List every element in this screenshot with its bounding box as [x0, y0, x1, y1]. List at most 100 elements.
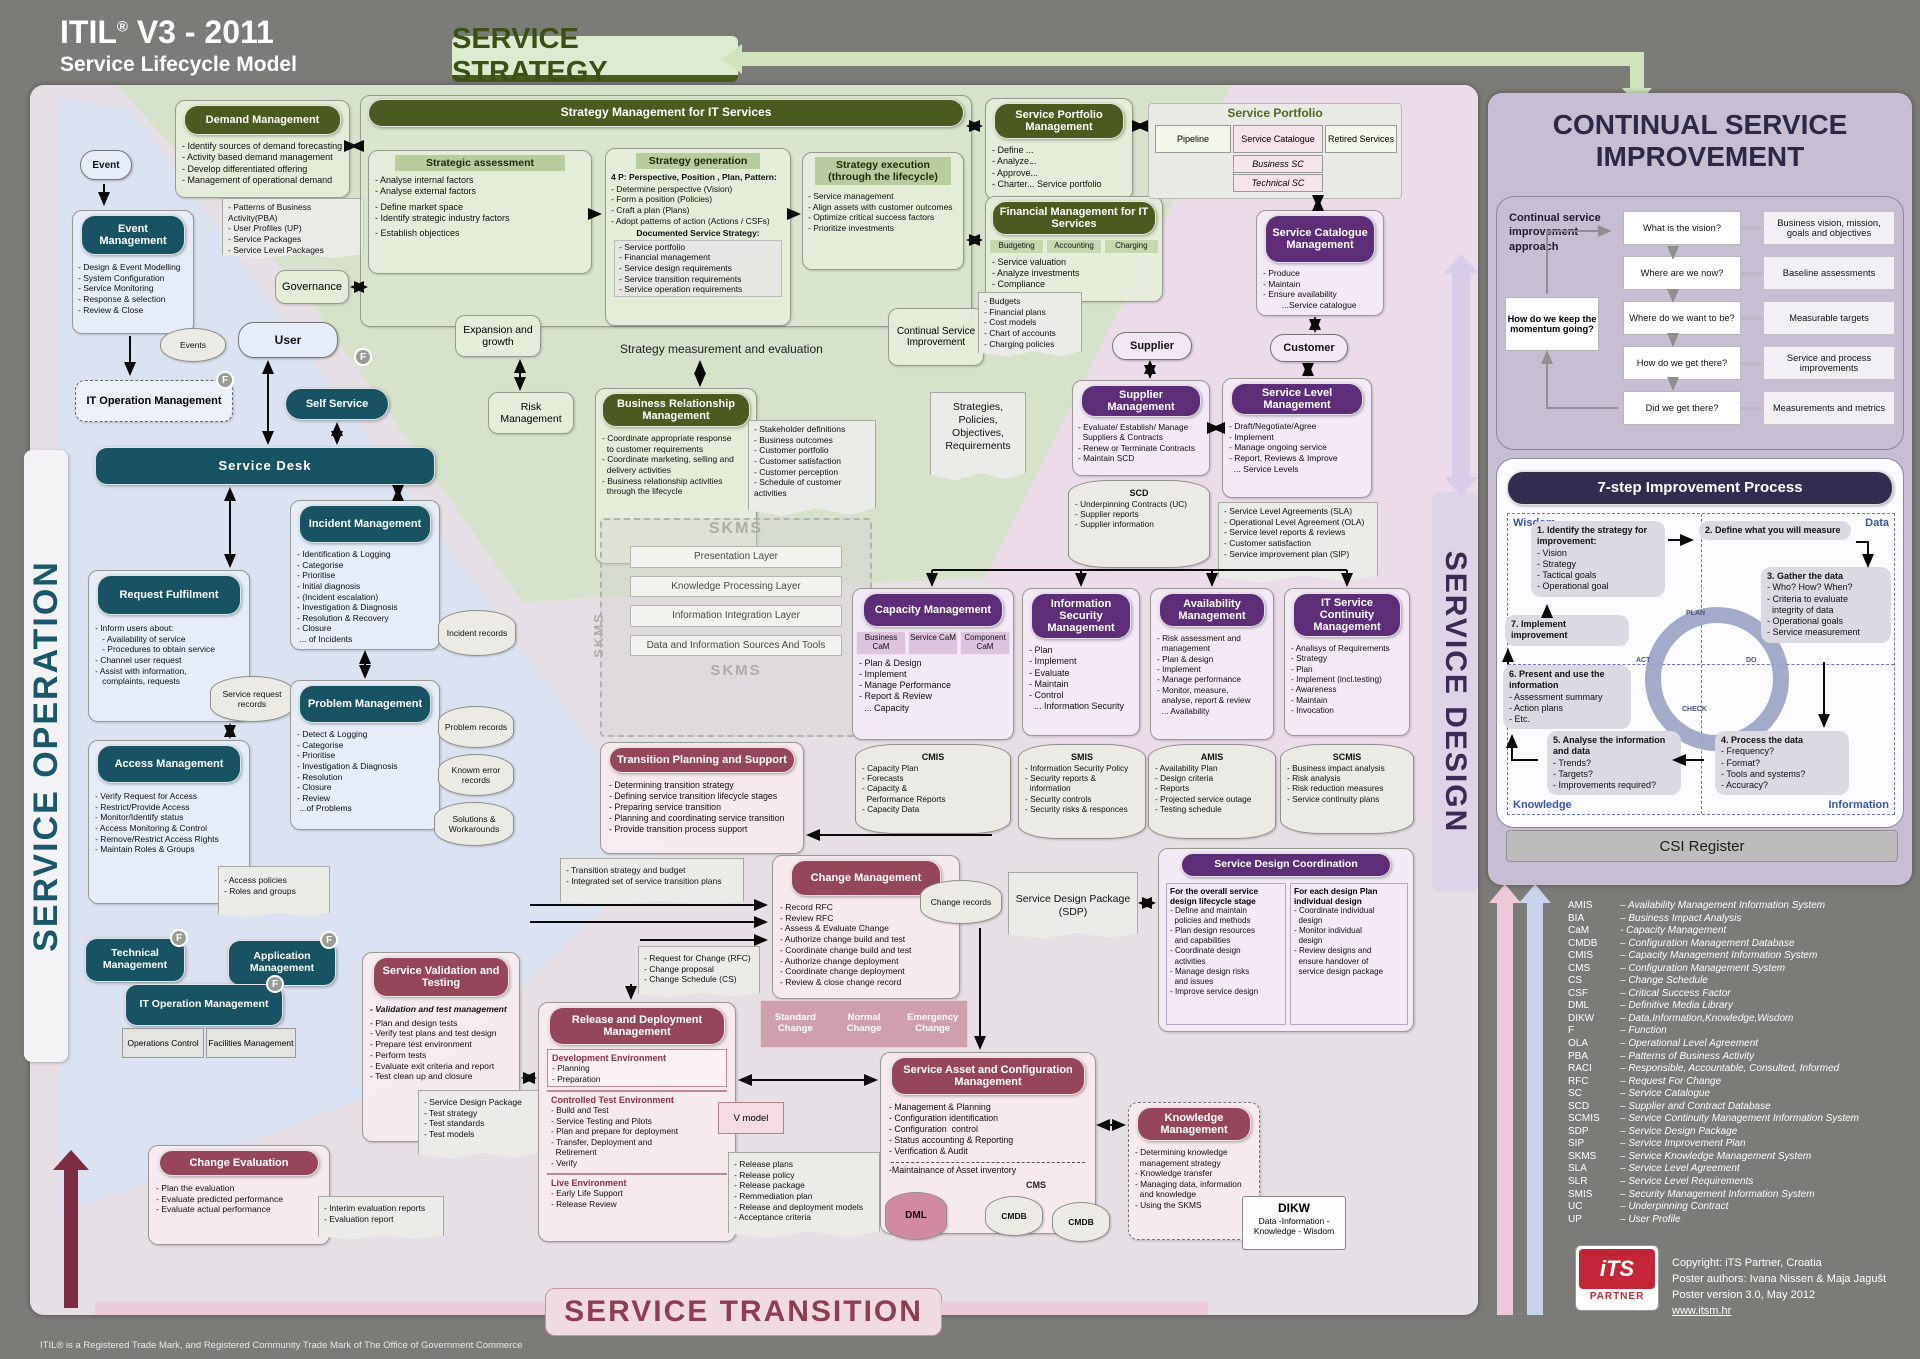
- its-partner-logo: iTS PARTNER: [1575, 1245, 1659, 1311]
- list-item: - Operational goals: [1767, 616, 1844, 626]
- list-item: - Verification & Audit: [889, 1145, 968, 1156]
- list-item: - Business relationship activities: [602, 475, 723, 486]
- list-item: - Reports: [1155, 783, 1190, 794]
- brm-note-lines: - Stakeholder definitions- Business outc…: [754, 424, 870, 498]
- list-item: - Budgets: [984, 296, 1021, 306]
- list-item: - Investigation & Diagnosis: [297, 602, 398, 613]
- list-item: - Maintain: [1291, 694, 1328, 705]
- list-item: - Response & selection: [78, 293, 166, 304]
- list-item: - Implement: [1229, 431, 1274, 442]
- financial-bullets: - Service valuation- Analyze investments…: [986, 254, 1162, 294]
- step-4-head: 4. Process the data: [1721, 735, 1804, 745]
- function-badge-itom: F: [266, 975, 284, 993]
- strategic-assessment-title: Strategic assessment: [395, 155, 565, 171]
- svt-note: - Service Design Package- Test strategy-…: [418, 1090, 540, 1159]
- availability-header: Availability Management: [1159, 593, 1265, 627]
- list-item: - Schedule of customer activities: [754, 477, 844, 498]
- website-link[interactable]: www.itsm.hr: [1672, 1304, 1732, 1317]
- list-item: ensure handover of: [1294, 956, 1369, 966]
- csi-small-box: Continual Service Improvement: [888, 308, 984, 366]
- service-operation-strip: [24, 450, 68, 1062]
- title-itil: ITIL: [60, 14, 117, 50]
- list-item: - Align assets with customer outcomes: [808, 201, 953, 212]
- list-item: - Tools and systems?: [1721, 768, 1806, 779]
- step-1-items: - Vision- Strategy- Tactical goals- Oper…: [1537, 548, 1659, 593]
- list-item: - Availability of service: [95, 633, 186, 644]
- csi-seven-step-box: 7-step Improvement Process Wisdom Data K…: [1496, 458, 1904, 828]
- list-item: - Implement: [1157, 664, 1201, 675]
- tps-note-lines: - Transition strategy and budget- Integr…: [566, 865, 738, 886]
- list-item: - Craft a plan (Plans): [611, 204, 690, 215]
- list-item: - Control: [1029, 690, 1064, 700]
- list-item: - Evaluation report: [324, 1213, 394, 1224]
- list-item: - Compliance: [992, 279, 1046, 290]
- list-item: Charging: [1103, 239, 1159, 254]
- list-item: - Investigation & Diagnosis: [297, 760, 398, 771]
- list-item: - Underpinning Contracts (UC): [1075, 498, 1188, 509]
- step-6-items: - Assessment summary- Action plans- Etc.: [1509, 692, 1625, 726]
- list-item: - Determining transition strategy: [609, 780, 734, 790]
- list-item: - Service Packages: [228, 233, 302, 244]
- list-item: - Plan: [1291, 663, 1313, 674]
- dikw-title: DIKW: [1278, 1201, 1310, 1215]
- sacm-extra: -Maintainance of Asset inventory: [889, 1164, 1017, 1175]
- change-management: Change Management - Record RFC- Review R…: [772, 855, 960, 999]
- governance-box: Governance: [275, 270, 349, 304]
- rdm-note: - Release plans- Release policy- Release…: [728, 1152, 880, 1239]
- portfolio-pipeline-cell: Pipeline: [1155, 125, 1231, 153]
- list-item: - Monitor, measure,: [1157, 684, 1229, 695]
- list-item: - Monitor individual: [1294, 926, 1362, 936]
- events-cylinder: Events: [160, 328, 226, 362]
- list-item: - Availability Plan: [1155, 762, 1218, 773]
- list-item: - Who? How? When?: [1767, 582, 1853, 593]
- step-4: 4. Process the data - Frequency?- Format…: [1715, 731, 1849, 796]
- skms-label-top: SKMS: [708, 520, 764, 537]
- list-item: - Action plans: [1509, 702, 1564, 713]
- list-item: - Define ...: [992, 145, 1034, 155]
- list-item: - Evaluate actual performance: [156, 1204, 271, 1215]
- list-item: - Optimize critical success factors: [808, 212, 935, 223]
- strategy-generation-title: Strategy generation: [636, 153, 760, 169]
- evaluation-arrow-bar: [64, 1168, 78, 1308]
- spm-bullets: - Define ...- Analyze...- Approve...- Ch…: [986, 143, 1132, 192]
- list-item: through the lifecycle: [602, 486, 683, 497]
- rdm-live-bullets: - Early Life Support- Release Review: [551, 1188, 723, 1209]
- list-item: - Preparation: [552, 1073, 601, 1084]
- list-item: - Management of operational demand: [182, 174, 333, 185]
- list-item: - Supplier information: [1075, 519, 1154, 530]
- list-item: Requirements: [945, 440, 1011, 453]
- list-item: - Stakeholder definitions: [754, 424, 846, 434]
- sdc-col1: For the overall service design lifecycle…: [1166, 883, 1286, 1025]
- up-arrow-pink-bar: [1497, 902, 1513, 1315]
- list-item: - Categorise: [297, 739, 344, 750]
- service-portfolio-management: Service Portfolio Management - Define ..…: [985, 98, 1133, 200]
- list-item: - Determining knowledge: [1135, 1147, 1228, 1157]
- function-badge: F: [216, 371, 234, 389]
- list-item: - Maintain: [1029, 678, 1069, 689]
- strategic-assessment: Strategic assessment - Analyse internal …: [368, 150, 592, 274]
- sdc-col1-bullets: - Define and maintain policies and metho…: [1170, 906, 1282, 997]
- infosec-header: Information Security Management: [1031, 593, 1131, 639]
- list-item: - Customer perception: [754, 466, 839, 477]
- ce-note-lines: - Interim evaluation reports- Evaluation…: [324, 1203, 438, 1224]
- problem-records-cylinder: Problem records: [438, 706, 514, 748]
- rfc-note-lines: - Request for Change (RFC)- Change propo…: [644, 953, 754, 985]
- knowledge-management: Knowledge Management - Determining knowl…: [1128, 1102, 1260, 1240]
- list-item: - Risk assessment and: [1157, 633, 1241, 643]
- list-item: - Release plans: [734, 1159, 794, 1169]
- list-item: - Determine perspective (Vision): [611, 183, 733, 194]
- list-item: - Customer satisfaction: [1224, 537, 1311, 548]
- cmdb-cylinder-2: CMDB: [1052, 1202, 1110, 1242]
- csi-panel: CONTINUAL SERVICE IMPROVEMENT Continual …: [1488, 93, 1912, 885]
- list-item: information: [1025, 783, 1071, 794]
- list-item: management: [1157, 643, 1211, 654]
- list-item: - Roles and groups: [224, 885, 296, 896]
- list-item: - Etc.: [1509, 714, 1531, 724]
- expansion-box: Expansion and growth: [455, 315, 541, 357]
- access-header: Access Management: [97, 745, 241, 783]
- transition-arrow-right: [940, 1302, 1208, 1315]
- list-item: - Customer portfolio: [754, 445, 829, 456]
- list-item: - Improve service design: [1170, 986, 1259, 996]
- rdm-live-title: Live Environment: [551, 1178, 627, 1188]
- csi-approach-rows: What is the vision?Business vision, miss…: [1623, 211, 1895, 436]
